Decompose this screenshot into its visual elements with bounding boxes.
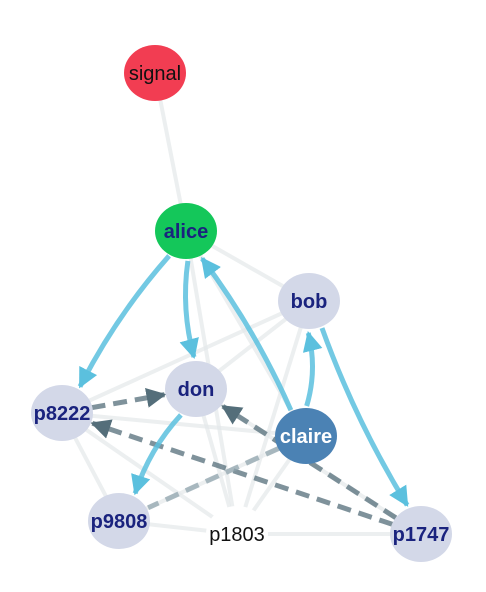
node-don-label: don bbox=[178, 379, 215, 401]
nodes-layer: signal alice bob don p8222 claire p9808 p1803 p1… bbox=[31, 45, 452, 562]
node-p8222-label: p8222 bbox=[34, 403, 91, 425]
edge-solid-claire-bob bbox=[302, 331, 323, 407]
edge-dashed-p8222-don bbox=[91, 387, 167, 411]
node-p1803-label: p1803 bbox=[209, 524, 265, 546]
edge-faint-bob-p1803 bbox=[235, 300, 311, 535]
node-p1747[interactable]: p1747 bbox=[390, 506, 452, 562]
edge-solid-alice-p8222 bbox=[77, 254, 171, 389]
edge-faint-p8222-p1803 bbox=[60, 411, 239, 536]
edge-dashed-p1747-don bbox=[221, 404, 398, 520]
edge-dashed-p1747-p8222 bbox=[90, 419, 394, 527]
node-alice-label: alice bbox=[164, 221, 208, 243]
node-signal[interactable]: signal bbox=[124, 45, 186, 101]
node-claire[interactable]: claire bbox=[275, 408, 337, 464]
node-p9808-label: p9808 bbox=[91, 511, 148, 533]
node-p8222-circle bbox=[31, 385, 93, 441]
edge-solid-claire-alice bbox=[200, 257, 294, 412]
node-signal-label: signal bbox=[129, 63, 181, 85]
dashed-edges-layer bbox=[90, 387, 398, 527]
edge-solid-don-p9808 bbox=[131, 413, 183, 496]
node-p9808-circle bbox=[88, 493, 150, 549]
node-p8222[interactable]: p8222 bbox=[31, 385, 93, 441]
node-don[interactable]: don bbox=[165, 361, 227, 417]
edge-dashed-claire-p9808 bbox=[147, 446, 280, 511]
node-alice-circle bbox=[155, 203, 217, 259]
node-alice[interactable]: alice bbox=[155, 203, 217, 259]
node-p1803[interactable]: p1803 bbox=[206, 506, 268, 562]
edge-solid-bob-p1747 bbox=[319, 327, 410, 507]
node-p1747-circle bbox=[390, 506, 452, 562]
node-p1747-label: p1747 bbox=[393, 524, 450, 546]
node-bob-label: bob bbox=[291, 291, 328, 313]
solid-edges-layer bbox=[77, 254, 410, 507]
node-don-circle bbox=[165, 361, 227, 417]
faint-edges-layer bbox=[60, 72, 423, 536]
node-p9808[interactable]: p9808 bbox=[88, 493, 150, 549]
node-signal-circle bbox=[124, 45, 186, 101]
node-bob-circle bbox=[278, 273, 340, 329]
node-claire-circle bbox=[275, 408, 337, 464]
node-p1803-circle bbox=[206, 506, 268, 562]
node-bob[interactable]: bob bbox=[278, 273, 340, 329]
node-claire-label: claire bbox=[280, 426, 332, 448]
edge-solid-alice-don bbox=[179, 260, 199, 359]
